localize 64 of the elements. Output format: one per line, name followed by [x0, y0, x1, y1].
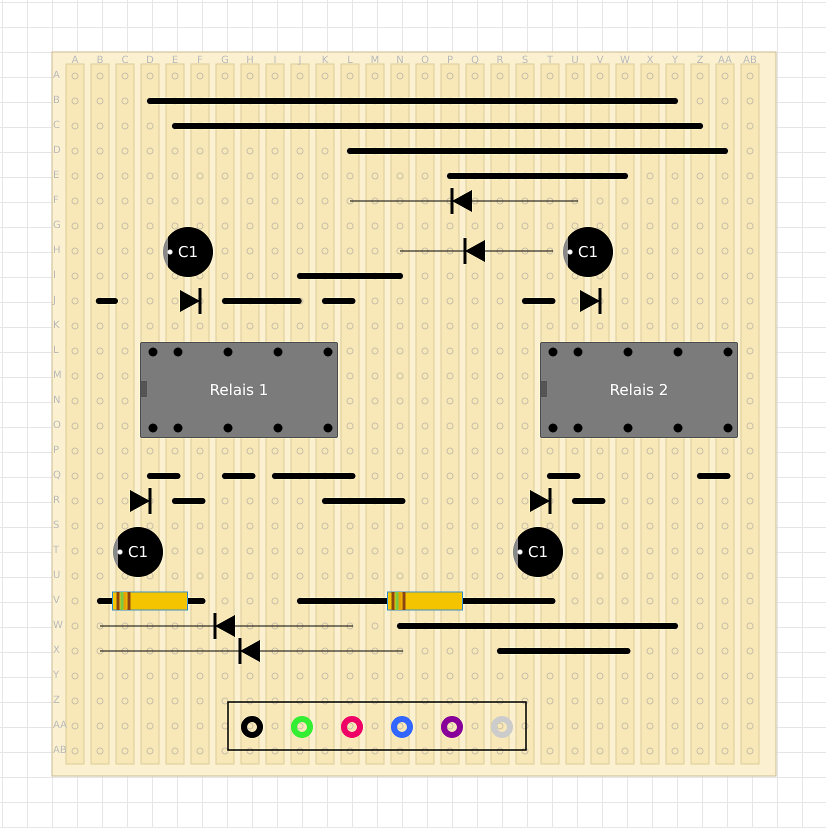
column-label: X: [646, 55, 654, 67]
column-label: AB: [742, 55, 758, 67]
row-label: F: [53, 195, 60, 207]
row-label: L: [53, 345, 60, 357]
column-label: S: [520, 55, 530, 67]
column-label: I: [272, 55, 278, 67]
row-label: O: [53, 420, 62, 432]
column-label: AA: [717, 55, 733, 67]
row-label: U: [53, 570, 62, 582]
component-label: C1: [128, 543, 148, 561]
row-label: Y: [53, 670, 60, 682]
column-label: H: [245, 55, 255, 67]
column-label: U: [570, 55, 580, 67]
column-label: O: [420, 55, 430, 67]
row-label: W: [53, 620, 64, 632]
row-label: E: [53, 170, 60, 182]
row-label: H: [53, 245, 62, 257]
component-label: Relais 2: [610, 381, 668, 399]
row-label: M: [53, 370, 63, 382]
row-label: J: [53, 295, 57, 307]
row-label: V: [53, 595, 61, 607]
row-label: X: [53, 645, 61, 657]
column-label: V: [596, 55, 604, 67]
column-label: A: [70, 55, 80, 67]
row-label: K: [53, 320, 61, 332]
column-label: L: [346, 55, 354, 67]
row-label: P: [53, 445, 60, 457]
component-label: Relais 1: [210, 381, 268, 399]
row-label: A: [53, 70, 61, 82]
relay-module: [140, 342, 338, 438]
component-label: C1: [528, 543, 548, 561]
column-label: N: [395, 55, 405, 67]
relay-module: [540, 342, 738, 438]
row-label: G: [53, 220, 62, 232]
column-label: Z: [696, 55, 704, 67]
column-label: W: [619, 55, 631, 67]
row-label: AA: [53, 720, 67, 732]
column-label: J: [297, 55, 302, 67]
row-label: T: [53, 545, 60, 557]
column-label: P: [446, 55, 454, 67]
column-label: T: [546, 55, 554, 67]
column-label: M: [370, 55, 380, 67]
column-label: G: [220, 55, 230, 67]
row-label: I: [53, 270, 57, 282]
row-label: Z: [53, 695, 61, 707]
row-label: AB: [53, 745, 67, 757]
column-label: Y: [670, 55, 680, 67]
component-label: C1: [578, 243, 598, 261]
column-label: K: [320, 55, 330, 67]
row-label: S: [53, 520, 60, 532]
column-label: F: [196, 55, 204, 67]
column-label: B: [96, 55, 104, 67]
row-label: C: [53, 120, 61, 132]
row-label: N: [53, 395, 62, 407]
column-label: C: [120, 55, 130, 67]
row-label: B: [53, 95, 61, 107]
column-label: D: [145, 55, 155, 67]
column-label: E: [170, 55, 180, 67]
row-label: R: [53, 495, 61, 507]
row-label: Q: [53, 470, 62, 482]
column-label: R: [496, 55, 504, 67]
component-label: C1: [178, 243, 198, 261]
column-label: Q: [470, 55, 480, 67]
row-label: D: [53, 145, 62, 157]
